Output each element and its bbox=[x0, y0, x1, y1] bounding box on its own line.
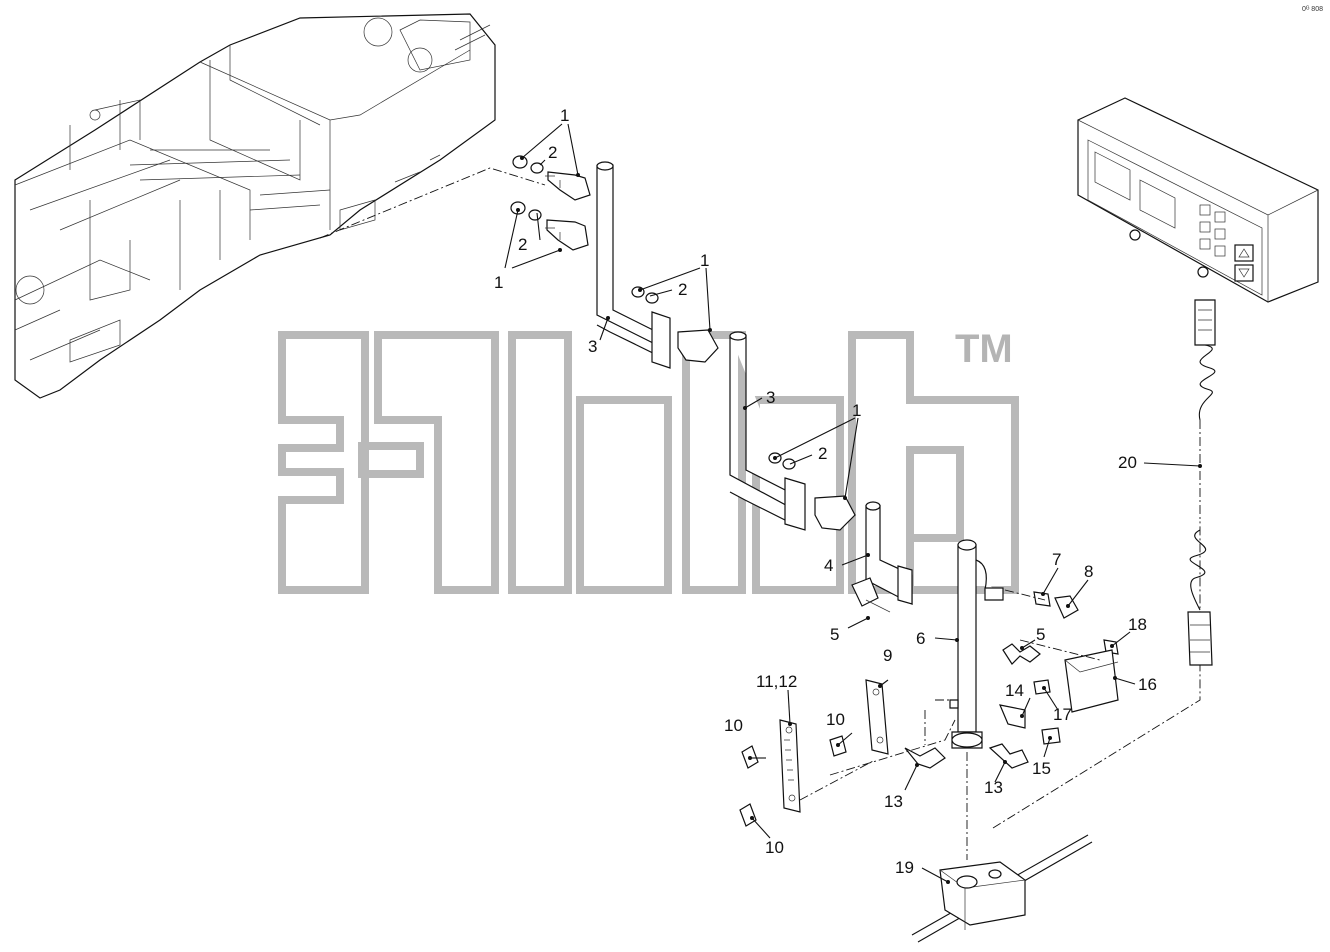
callout-14: 14 bbox=[1005, 681, 1024, 700]
callout-10: 10 bbox=[765, 838, 784, 857]
callout-3: 3 bbox=[588, 337, 597, 356]
callout-2: 2 bbox=[818, 444, 827, 463]
watermark-logo: TM bbox=[278, 327, 1019, 594]
callout-10: 10 bbox=[724, 716, 743, 735]
callout-20: 20 bbox=[1118, 453, 1137, 472]
control-box bbox=[1077, 97, 1319, 303]
callout-3: 3 bbox=[766, 388, 775, 407]
callout-1: 1 bbox=[700, 251, 709, 270]
callout-9: 9 bbox=[883, 646, 892, 665]
callout-2: 2 bbox=[518, 235, 527, 254]
clamp-19 bbox=[911, 834, 1093, 943]
corner-code: 0ᴳ 808 bbox=[1302, 6, 1323, 13]
callout-13: 13 bbox=[984, 778, 1003, 797]
callout-7: 7 bbox=[1052, 550, 1061, 569]
machine-frame bbox=[14, 13, 496, 399]
callout-17: 17 bbox=[1053, 705, 1072, 724]
callout-labels: 1 2 2 1 1 2 3 3 1 2 4 5 6 7 8 5 18 16 14… bbox=[494, 106, 1157, 877]
callout-1: 1 bbox=[494, 273, 503, 292]
callout-19: 19 bbox=[895, 858, 914, 877]
bracket-4 bbox=[851, 501, 913, 613]
callout-16: 16 bbox=[1138, 675, 1157, 694]
callout-8: 8 bbox=[1084, 562, 1093, 581]
clamp-group-upper bbox=[510, 155, 591, 251]
callout-15: 15 bbox=[1032, 759, 1051, 778]
callout-18: 18 bbox=[1128, 615, 1147, 634]
support-bar-right bbox=[729, 331, 856, 531]
post-6 bbox=[949, 539, 1026, 749]
callout-1: 1 bbox=[560, 106, 569, 125]
callout-2: 2 bbox=[548, 143, 557, 162]
plates bbox=[779, 679, 889, 813]
callout-5: 5 bbox=[1036, 625, 1045, 644]
support-bar-left bbox=[596, 161, 719, 369]
callout-5: 5 bbox=[830, 625, 839, 644]
callout-1: 1 bbox=[852, 401, 861, 420]
leader-lines bbox=[504, 123, 1201, 883]
callout-11-12: 11,12 bbox=[756, 672, 797, 691]
leader-dots bbox=[516, 156, 1202, 884]
cable-20 bbox=[1187, 299, 1216, 666]
callout-2: 2 bbox=[678, 280, 687, 299]
trademark-label: TM bbox=[955, 327, 1013, 371]
callout-10: 10 bbox=[826, 710, 845, 729]
callout-13: 13 bbox=[884, 792, 903, 811]
callout-4: 4 bbox=[824, 556, 833, 575]
callout-6: 6 bbox=[916, 629, 925, 648]
